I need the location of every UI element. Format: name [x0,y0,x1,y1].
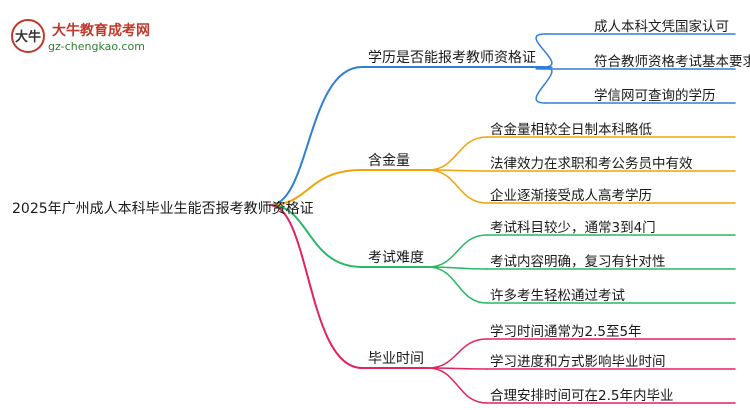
leaf-node-label: 学信网可查询的学历 [594,88,716,104]
leaf-node-label: 许多考生轻松通过考试 [490,288,625,304]
leaf-node-label: 合理安排时间可在2.5年内毕业 [490,388,674,404]
leaf-node-label: 含金量相较全日制本科略低 [490,122,652,138]
logo-mark-icon: 大牛 [11,19,45,53]
root-node-label: 2025年广州成人本科毕业生能否报考教师资格证 [12,201,314,217]
branch-to-leaf-connector [427,169,488,204]
branch-to-leaf-connector [427,367,488,404]
branch-node-label: 含金量 [368,153,410,169]
site-logo[interactable]: 大牛 大牛教育成考网 gz-chengkao.com [8,14,168,58]
leaf-node-label: 学习进度和方式影响毕业时间 [490,354,666,370]
branch-to-leaf-connector [427,136,488,171]
leaf-node-label: 考试内容明确，复习有针对性 [490,254,666,270]
branch-node-label: 毕业时间 [368,351,424,367]
leaf-node-label: 考试科目较少，通常3到4门 [490,220,656,236]
branch-to-leaf-connector [535,66,553,104]
logo-mark-text: 大牛 [15,29,41,45]
root-to-branch-connector [269,204,363,369]
leaf-node-label: 企业逐渐接受成人高考学历 [490,188,652,204]
leaf-node-label: 学习时间通常为2.5至5年 [490,324,642,340]
branch-to-leaf-connector [427,234,488,268]
branch-to-leaf-connector [427,266,488,304]
leaf-node-label: 法律效力在求职和考公务员中有效 [490,156,693,172]
root-to-branch-connector [269,204,363,268]
branch-node-label: 考试难度 [368,250,424,266]
branch-to-leaf-connector [535,33,553,68]
logo-url: gz-chengkao.com [48,40,145,53]
branch-to-leaf-connector [535,66,553,70]
leaf-node-label: 成人本科文凭国家认可 [594,19,729,35]
logo-title: 大牛教育成考网 [52,23,150,39]
leaf-node-label: 符合教师资格考试基本要求 [594,54,750,70]
branch-to-leaf-connector [427,338,488,369]
root-to-branch-connector [269,66,363,206]
branch-node-label: 学历是否能报考教师资格证 [368,50,536,66]
root-to-branch-connector [269,169,363,206]
